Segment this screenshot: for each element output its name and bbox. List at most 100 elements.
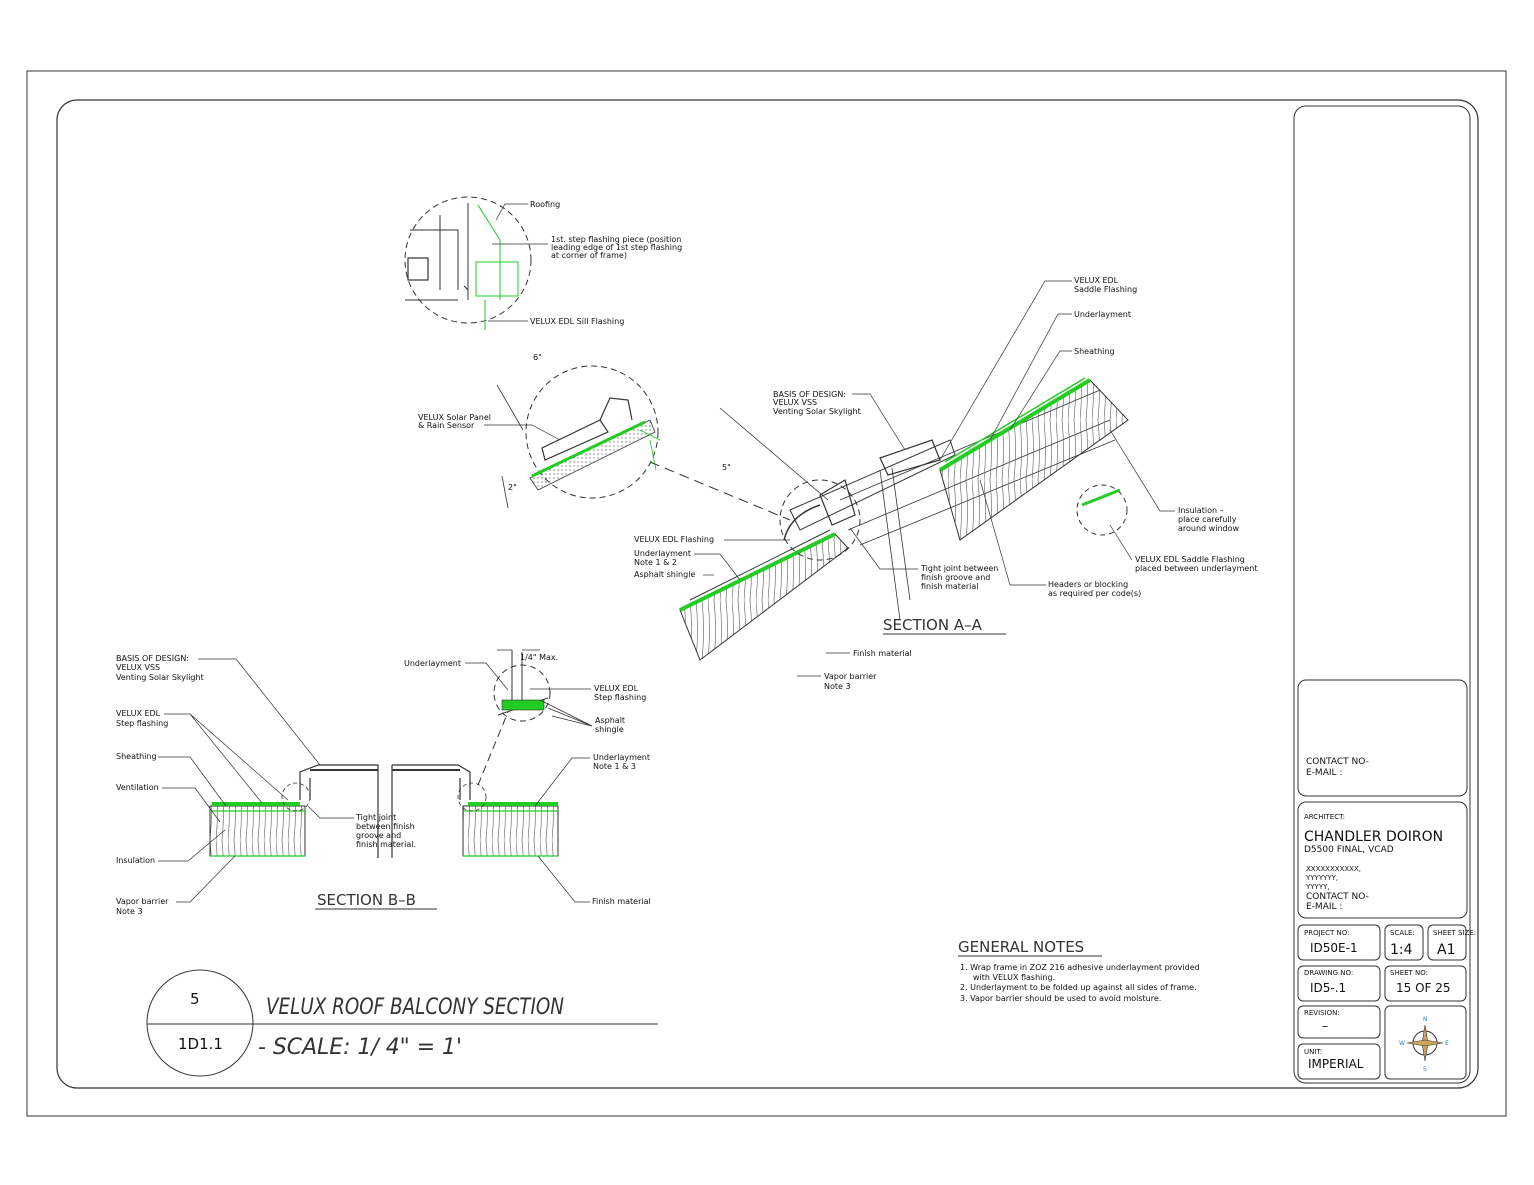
label-b-tight-2: between finish <box>356 822 415 831</box>
revision-label: REVISION: <box>1304 1009 1340 1017</box>
label-b-basis-1: BASIS OF DESIGN: <box>116 654 189 663</box>
label-a-insulation-1: Insulation – <box>1178 506 1224 515</box>
drawing-title: 5 1D1.1 VELUX ROOF BALCONY SECTION - SCA… <box>146 969 658 1077</box>
section-a-title: SECTION A–A <box>883 616 983 634</box>
label-a-vapor-1: Vapor barrier <box>824 672 877 681</box>
label-a-underlayment: Underlayment <box>1074 310 1131 319</box>
title-block <box>1293 105 1471 1084</box>
contact-no: CONTACT NO- <box>1306 757 1369 767</box>
project-no-label: PROJECT NO: <box>1304 929 1349 937</box>
section-b: 1/4" Max. SECTION B–B BASIS OF DESIGN: V… <box>116 649 651 916</box>
label-b-insulation: Insulation <box>116 856 155 865</box>
general-notes-heading: GENERAL NOTES <box>958 938 1084 956</box>
general-notes: GENERAL NOTES 1. Wrap frame in ZOZ 216 a… <box>958 938 1200 1003</box>
address-contact: CONTACT NO- <box>1306 892 1369 902</box>
drawing-no: ID5-.1 <box>1310 981 1346 995</box>
note-3: 3. Vapor barrier should be used to avoid… <box>960 994 1161 1003</box>
label-a-finish: Finish material <box>853 649 912 658</box>
label-b-tight-1: Tight joint <box>355 813 396 822</box>
label-step-1: 1st. step flashing piece (position <box>551 235 681 244</box>
scale-value: 1:4 <box>1390 942 1413 958</box>
label-a-underlayment-note-2: Note 1 & 2 <box>634 558 677 567</box>
label-a-insulation-2: place carefully <box>1178 515 1237 524</box>
address-line-2: YYYYYYY, <box>1305 874 1338 882</box>
outer-border <box>26 70 1507 1117</box>
label-roofing: Roofing <box>530 200 560 209</box>
label-b-tight-4: finish material. <box>356 840 416 849</box>
architect-label: ARCHITECT: <box>1304 813 1345 821</box>
label-b-max: 1/4" Max. <box>520 653 558 662</box>
compass-north: N <box>1423 1016 1428 1023</box>
unit-value: IMPERIAL <box>1308 1057 1364 1071</box>
label-a-edl-flashing: VELUX EDL Flashing <box>634 535 714 544</box>
compass-east: E <box>1445 1040 1449 1047</box>
title-scale: - SCALE: 1/ 4" = 1' <box>258 1035 462 1060</box>
architect-sub: D5500 FINAL, VCAD <box>1304 845 1394 855</box>
drawing-no-label: DRAWING NO: <box>1304 969 1353 977</box>
detail-step-flashing: Roofing 1st. step flashing piece (positi… <box>404 196 682 330</box>
dim-6: 6" <box>533 353 542 362</box>
label-a-asphalt: Asphalt shingle <box>634 570 695 579</box>
inner-border <box>56 99 1479 1089</box>
section-b-title: SECTION B–B <box>317 891 416 909</box>
compass-icon: N S E W <box>1399 1016 1449 1073</box>
label-step-2: leading edge of 1st step flashing <box>551 243 682 252</box>
label-a-saddle-between-1: VELUX EDL Saddle Flashing <box>1135 555 1245 564</box>
section-a: 5" SECTION A–A BASIS OF DESIGN: VELUX VS… <box>634 276 1258 691</box>
label-a-sheathing: Sheathing <box>1074 347 1115 356</box>
label-b-vapor-2: Note 3 <box>116 907 143 916</box>
label-a-saddle-between-2: placed between underlayment <box>1135 564 1258 573</box>
label-b-edl-step-1: VELUX EDL <box>594 684 639 693</box>
project-no: ID50E-1 <box>1310 941 1358 955</box>
sheet-size-label: SHEET SIZE: <box>1433 929 1476 937</box>
label-b-ventilation: Ventilation <box>116 783 159 792</box>
label-a-basis-1: BASIS OF DESIGN: <box>773 390 846 399</box>
label-a-vapor-2: Note 3 <box>824 682 851 691</box>
label-a-headers-1: Headers or blocking <box>1048 580 1128 589</box>
unit-label: UNIT: <box>1304 1048 1322 1056</box>
label-b-finish: Finish material <box>592 897 651 906</box>
sheet-no: 15 OF 25 <box>1396 981 1451 995</box>
compass-west: W <box>1399 1040 1405 1047</box>
note-1: 1. Wrap frame in ZOZ 216 adhesive underl… <box>960 963 1200 972</box>
scale-label: SCALE: <box>1390 929 1415 937</box>
architect-name: CHANDLER DOIRON <box>1304 829 1443 845</box>
label-b-edl-step-2: Step flashing <box>594 693 646 702</box>
detail-solar-panel: 6" 2" VELUX Solar Panel & Rain Sensor <box>418 353 791 521</box>
label-b-tight-3: groove and <box>356 831 401 840</box>
note-2: 2. Underlayment to be folded up against … <box>960 983 1197 992</box>
label-a-saddle-2: Saddle Flashing <box>1074 285 1137 294</box>
label-a-basis-3: Venting Solar Skylight <box>773 407 861 416</box>
label-a-underlayment-note-1: Underlayment <box>634 549 691 558</box>
label-a-tight-3: finish material <box>921 582 979 591</box>
compass-south: S <box>1423 1066 1427 1073</box>
label-b-sheathing: Sheathing <box>116 752 157 761</box>
title-number: 5 <box>190 990 200 1008</box>
sheet-no-label: SHEET NO: <box>1390 969 1428 977</box>
title-name: VELUX ROOF BALCONY SECTION <box>266 995 564 1020</box>
dim-5: 5" <box>722 463 731 472</box>
label-a-tight-2: finish groove and <box>921 573 990 582</box>
label-a-headers-2: as required per code(s) <box>1048 589 1141 598</box>
address-line-3: YYYYY, <box>1305 883 1330 891</box>
label-b-asphalt-2: shingle <box>595 725 624 734</box>
label-b-basis-2: VELUX VSS <box>116 663 160 672</box>
label-solar-panel-1: VELUX Solar Panel <box>418 413 491 422</box>
label-step-3: at corner of frame) <box>551 251 627 260</box>
label-b-underlayment-note-1: Underlayment <box>593 753 650 762</box>
label-a-tight-1: Tight joint between <box>920 564 998 573</box>
label-sill: VELUX EDL Sill Flashing <box>530 317 624 326</box>
label-a-insulation-3: around window <box>1178 524 1239 533</box>
label-b-step-1: VELUX EDL <box>116 709 161 718</box>
label-b-step-2: Step flashing <box>116 719 168 728</box>
revision-value: – <box>1322 1019 1328 1033</box>
label-b-basis-3: Venting Solar Skylight <box>116 673 204 682</box>
sheet-size: A1 <box>1437 942 1455 958</box>
label-b-underlayment: Underlayment <box>404 659 461 668</box>
label-a-saddle-1: VELUX EDL <box>1074 276 1119 285</box>
label-b-underlayment-note-2: Note 1 & 3 <box>593 762 636 771</box>
contact-email: E-MAIL : <box>1306 768 1342 778</box>
title-ref: 1D1.1 <box>178 1035 223 1053</box>
address-email: E-MAIL : <box>1306 902 1342 912</box>
